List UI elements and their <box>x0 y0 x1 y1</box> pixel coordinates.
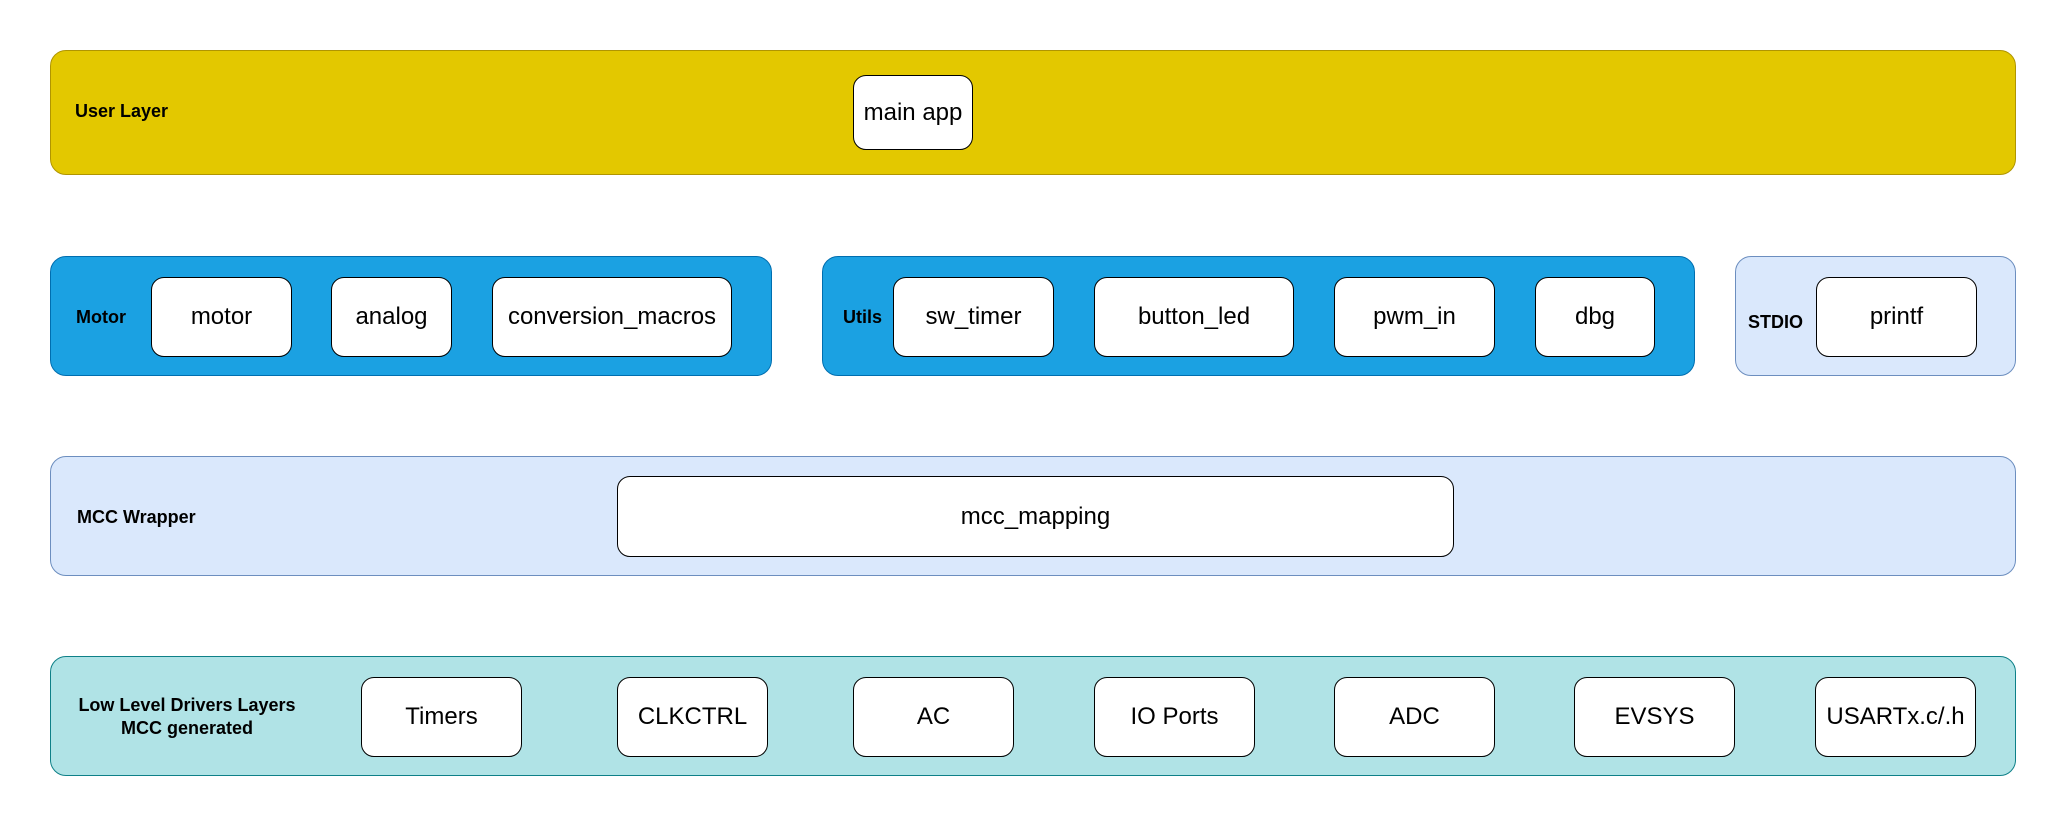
user-layer: User Layer main app <box>50 50 2016 175</box>
module-conversion-macros[interactable]: conversion_macros <box>492 277 732 357</box>
utils-group-label: Utils <box>843 307 883 327</box>
module-evsys[interactable]: EVSYS <box>1574 677 1735 757</box>
low-level-label-line1: Low Level Drivers Layers <box>78 695 296 715</box>
low-level-drivers-label: Low Level Drivers Layers MCC generated <box>67 694 307 740</box>
utils-group: Utils sw_timer button_led pwm_in dbg <box>822 256 1695 376</box>
module-io-ports[interactable]: IO Ports <box>1094 677 1255 757</box>
mcc-wrapper-label: MCC Wrapper <box>77 507 196 527</box>
module-printf[interactable]: printf <box>1816 277 1977 357</box>
low-level-drivers-layer: Low Level Drivers Layers MCC generated T… <box>50 656 2016 776</box>
low-level-label-line2: MCC generated <box>120 718 254 738</box>
module-analog[interactable]: analog <box>331 277 452 357</box>
module-main-app[interactable]: main app <box>853 75 973 150</box>
motor-group-label: Motor <box>76 307 126 327</box>
module-sw-timer[interactable]: sw_timer <box>893 277 1054 357</box>
module-button-led[interactable]: button_led <box>1094 277 1294 357</box>
stdio-group-label: STDIO <box>1748 312 1804 332</box>
module-timers[interactable]: Timers <box>361 677 522 757</box>
module-pwm-in[interactable]: pwm_in <box>1334 277 1495 357</box>
module-dbg[interactable]: dbg <box>1535 277 1655 357</box>
module-ac[interactable]: AC <box>853 677 1014 757</box>
mcc-wrapper-layer: MCC Wrapper mcc_mapping <box>50 456 2016 576</box>
module-mcc-mapping[interactable]: mcc_mapping <box>617 476 1454 557</box>
module-adc[interactable]: ADC <box>1334 677 1495 757</box>
user-layer-label: User Layer <box>75 101 169 121</box>
motor-group: Motor motor analog conversion_macros <box>50 256 772 376</box>
module-clkctrl[interactable]: CLKCTRL <box>617 677 768 757</box>
stdio-group: STDIO printf <box>1735 256 2016 376</box>
module-usartx[interactable]: USARTx.c/.h <box>1815 677 1976 757</box>
module-motor[interactable]: motor <box>151 277 292 357</box>
